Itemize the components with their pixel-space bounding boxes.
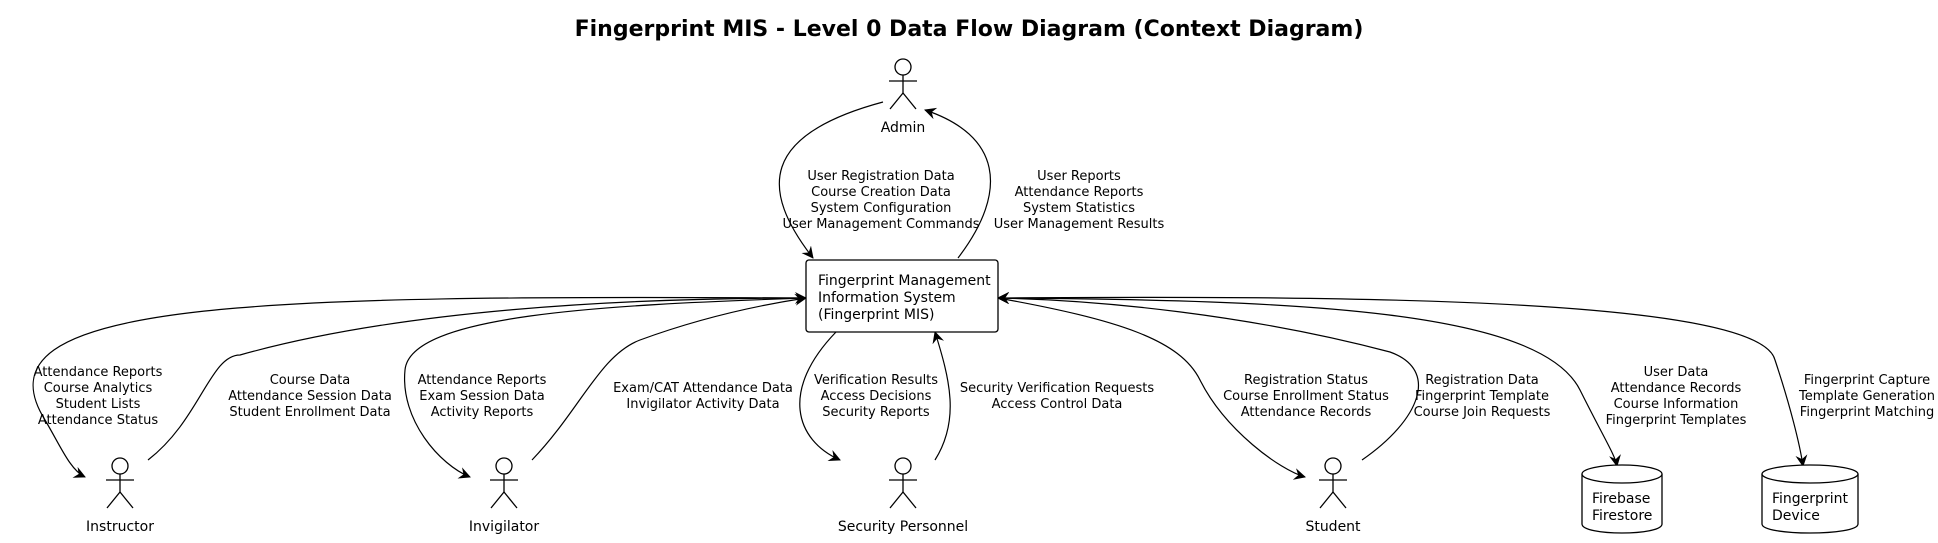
flow-label-line: Course Analytics bbox=[44, 381, 153, 396]
actor-invigilator: Invigilator bbox=[469, 457, 539, 535]
flow-label-student-in: Registration Data Fingerprint Template C… bbox=[1414, 373, 1551, 420]
flow-label-line: Attendance Records bbox=[1611, 381, 1742, 396]
system-line: Fingerprint Management bbox=[818, 273, 991, 289]
flow-label-line: Attendance Reports bbox=[418, 373, 547, 388]
flow-label-line: Security Verification Requests bbox=[960, 381, 1154, 396]
actor-instructor: Instructor bbox=[86, 457, 154, 535]
flow-label-line: System Statistics bbox=[1023, 201, 1135, 216]
database-icon bbox=[1581, 464, 1663, 534]
flow-label-line: Attendance Reports bbox=[34, 365, 163, 380]
flow-label-admin-in: User Registration Data Course Creation D… bbox=[782, 169, 979, 232]
flow-label-student-out: Registration Status Course Enrollment St… bbox=[1223, 373, 1389, 420]
flow-system-to-invigilator bbox=[404, 297, 807, 479]
flow-label-line: Access Control Data bbox=[992, 397, 1123, 412]
actor-label: Security Personnel bbox=[838, 519, 968, 535]
store-label: Firebase bbox=[1592, 491, 1650, 507]
flow-label-line: Student Enrollment Data bbox=[229, 405, 390, 420]
store-label: Fingerprint bbox=[1772, 491, 1848, 507]
flow-label-line: Course Information bbox=[1614, 397, 1739, 412]
flow-label-line: User Reports bbox=[1037, 169, 1121, 184]
flow-label-line: Security Reports bbox=[822, 405, 930, 420]
flow-label-line: Exam Session Data bbox=[419, 389, 544, 404]
actor-admin: Admin bbox=[881, 58, 926, 136]
flow-label-firebase: User Data Attendance Records Course Info… bbox=[1606, 365, 1747, 428]
flow-label-line: Attendance Records bbox=[1241, 405, 1372, 420]
flow-label-line: Student Lists bbox=[56, 397, 141, 412]
flow-label-invigilator-in: Exam/CAT Attendance Data Invigilator Act… bbox=[613, 381, 793, 412]
flow-label-line: User Management Results bbox=[994, 217, 1165, 232]
actor-student: Student bbox=[1305, 457, 1361, 535]
flow-label-line: User Registration Data bbox=[807, 169, 954, 184]
actor-label: Invigilator bbox=[469, 519, 539, 535]
store-label: Device bbox=[1772, 508, 1820, 524]
flow-system-device bbox=[997, 291, 1808, 467]
flow-label-security-in: Security Verification Requests Access Co… bbox=[960, 381, 1154, 412]
system-line: (Fingerprint MIS) bbox=[818, 307, 934, 323]
flow-invigilator-to-system bbox=[531, 293, 807, 461]
stick-figure-icon bbox=[889, 58, 917, 110]
flow-admin-to-system bbox=[778, 101, 884, 259]
flow-label-line: Access Decisions bbox=[821, 389, 932, 404]
flow-label-instructor-in: Course Data Attendance Session Data Stud… bbox=[228, 373, 392, 420]
flow-label-security-out: Verification Results Access Decisions Se… bbox=[814, 373, 938, 420]
flow-label-line: Attendance Reports bbox=[1015, 185, 1144, 200]
flow-system-to-security bbox=[799, 331, 841, 462]
flow-system-to-instructor bbox=[32, 296, 807, 478]
store-firebase-firestore: Firebase Firestore bbox=[1581, 464, 1663, 534]
flow-label-line: Template Generation bbox=[1798, 389, 1935, 404]
actor-security-personnel: Security Personnel bbox=[838, 457, 968, 535]
flow-instructor-to-system bbox=[147, 292, 807, 461]
stick-figure-icon bbox=[1319, 457, 1347, 509]
flow-label-invigilator-out: Attendance Reports Exam Session Data Act… bbox=[418, 373, 547, 420]
flow-label-line: Course Enrollment Status bbox=[1223, 389, 1389, 404]
flow-label-line: Fingerprint Capture bbox=[1804, 373, 1930, 388]
flow-label-line: Fingerprint Matching bbox=[1800, 405, 1934, 420]
stick-figure-icon bbox=[106, 457, 134, 509]
flow-label-line: Course Data bbox=[270, 373, 351, 388]
flow-label-admin-out: User Reports Attendance Reports System S… bbox=[994, 169, 1165, 232]
flow-label-line: Registration Status bbox=[1244, 373, 1368, 388]
store-label: Firestore bbox=[1592, 508, 1652, 524]
flow-label-line: Attendance Status bbox=[38, 413, 158, 428]
stick-figure-icon bbox=[490, 457, 518, 509]
actor-label: Student bbox=[1305, 519, 1361, 535]
flow-label-line: User Data bbox=[1644, 365, 1709, 380]
actor-label: Admin bbox=[881, 120, 926, 136]
flow-label-line: Fingerprint Template bbox=[1415, 389, 1549, 404]
system-process: Fingerprint Management Information Syste… bbox=[805, 259, 999, 333]
flow-label-line: Course Join Requests bbox=[1414, 405, 1551, 420]
flow-label-instructor-out: Attendance Reports Course Analytics Stud… bbox=[34, 365, 163, 428]
flow-label-line: User Management Commands bbox=[782, 217, 979, 232]
flow-label-line: Exam/CAT Attendance Data bbox=[613, 381, 793, 396]
system-line: Information System bbox=[818, 290, 956, 306]
diagram-title: Fingerprint MIS - Level 0 Data Flow Diag… bbox=[575, 17, 1364, 42]
stick-figure-icon bbox=[889, 457, 917, 509]
flow-label-line: Invigilator Activity Data bbox=[626, 397, 779, 412]
flow-label-line: Attendance Session Data bbox=[228, 389, 392, 404]
data-flows bbox=[32, 101, 1808, 480]
flow-label-line: System Configuration bbox=[811, 201, 952, 216]
flow-label-device: Fingerprint Capture Template Generation … bbox=[1798, 373, 1935, 420]
actor-label: Instructor bbox=[86, 519, 154, 535]
flow-label-line: Activity Reports bbox=[431, 405, 534, 420]
flow-label-line: Fingerprint Templates bbox=[1606, 413, 1747, 428]
database-icon bbox=[1761, 464, 1859, 534]
flow-security-to-system bbox=[932, 331, 951, 461]
flow-system-to-admin bbox=[924, 107, 992, 259]
flow-label-line: Course Creation Data bbox=[811, 185, 951, 200]
flow-label-line: Registration Data bbox=[1425, 373, 1539, 388]
store-fingerprint-device: Fingerprint Device bbox=[1761, 464, 1859, 534]
flow-label-line: Verification Results bbox=[814, 373, 938, 388]
